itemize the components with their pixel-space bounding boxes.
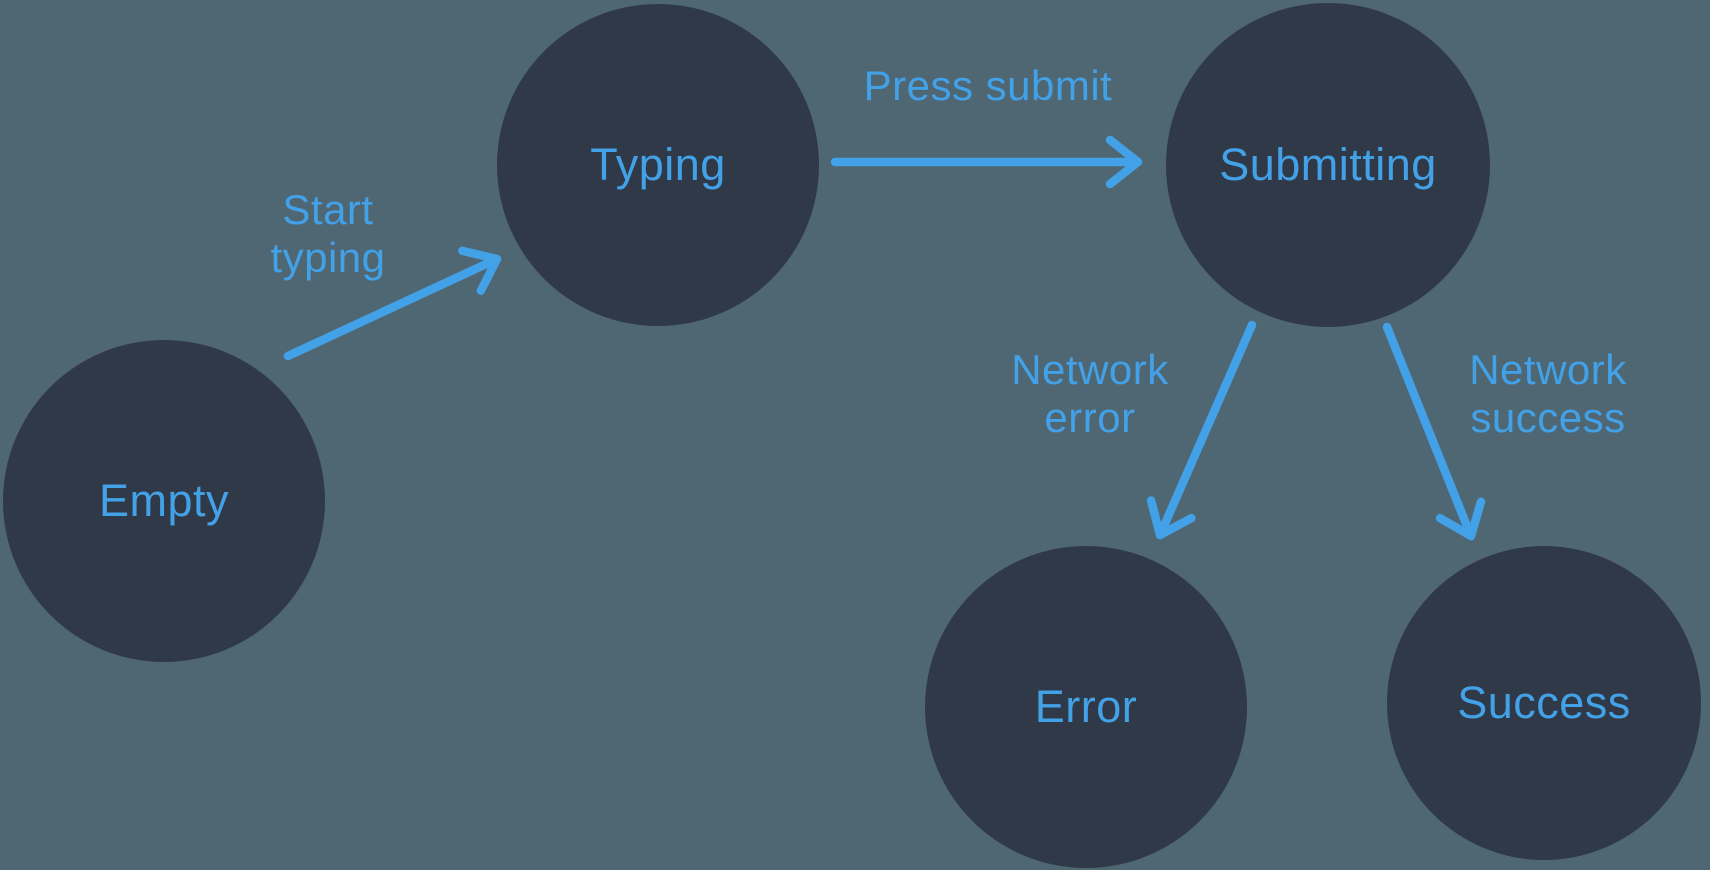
edge-label-start-typing: Start typing [270, 186, 386, 281]
edge-label-press-submit: Press submit [863, 62, 1113, 109]
edge-label-network-error: Network error [1011, 346, 1169, 441]
node-success: Success [1387, 546, 1701, 860]
node-empty: Empty [3, 340, 325, 662]
arrow-network-error [1146, 320, 1257, 540]
arrow-start-typing [283, 246, 502, 361]
edge-label-network-success: Network success [1469, 346, 1627, 441]
node-submitting: Submitting [1166, 3, 1490, 327]
node-label-submitting: Submitting [1219, 139, 1437, 190]
node-typing: Typing [497, 4, 819, 326]
node-label-typing: Typing [590, 139, 726, 190]
node-label-empty: Empty [98, 475, 230, 526]
node-label-success: Success [1457, 677, 1631, 728]
node-label-error: Error [1034, 681, 1138, 732]
node-error: Error [925, 546, 1247, 868]
arrow-network-success [1382, 322, 1486, 541]
